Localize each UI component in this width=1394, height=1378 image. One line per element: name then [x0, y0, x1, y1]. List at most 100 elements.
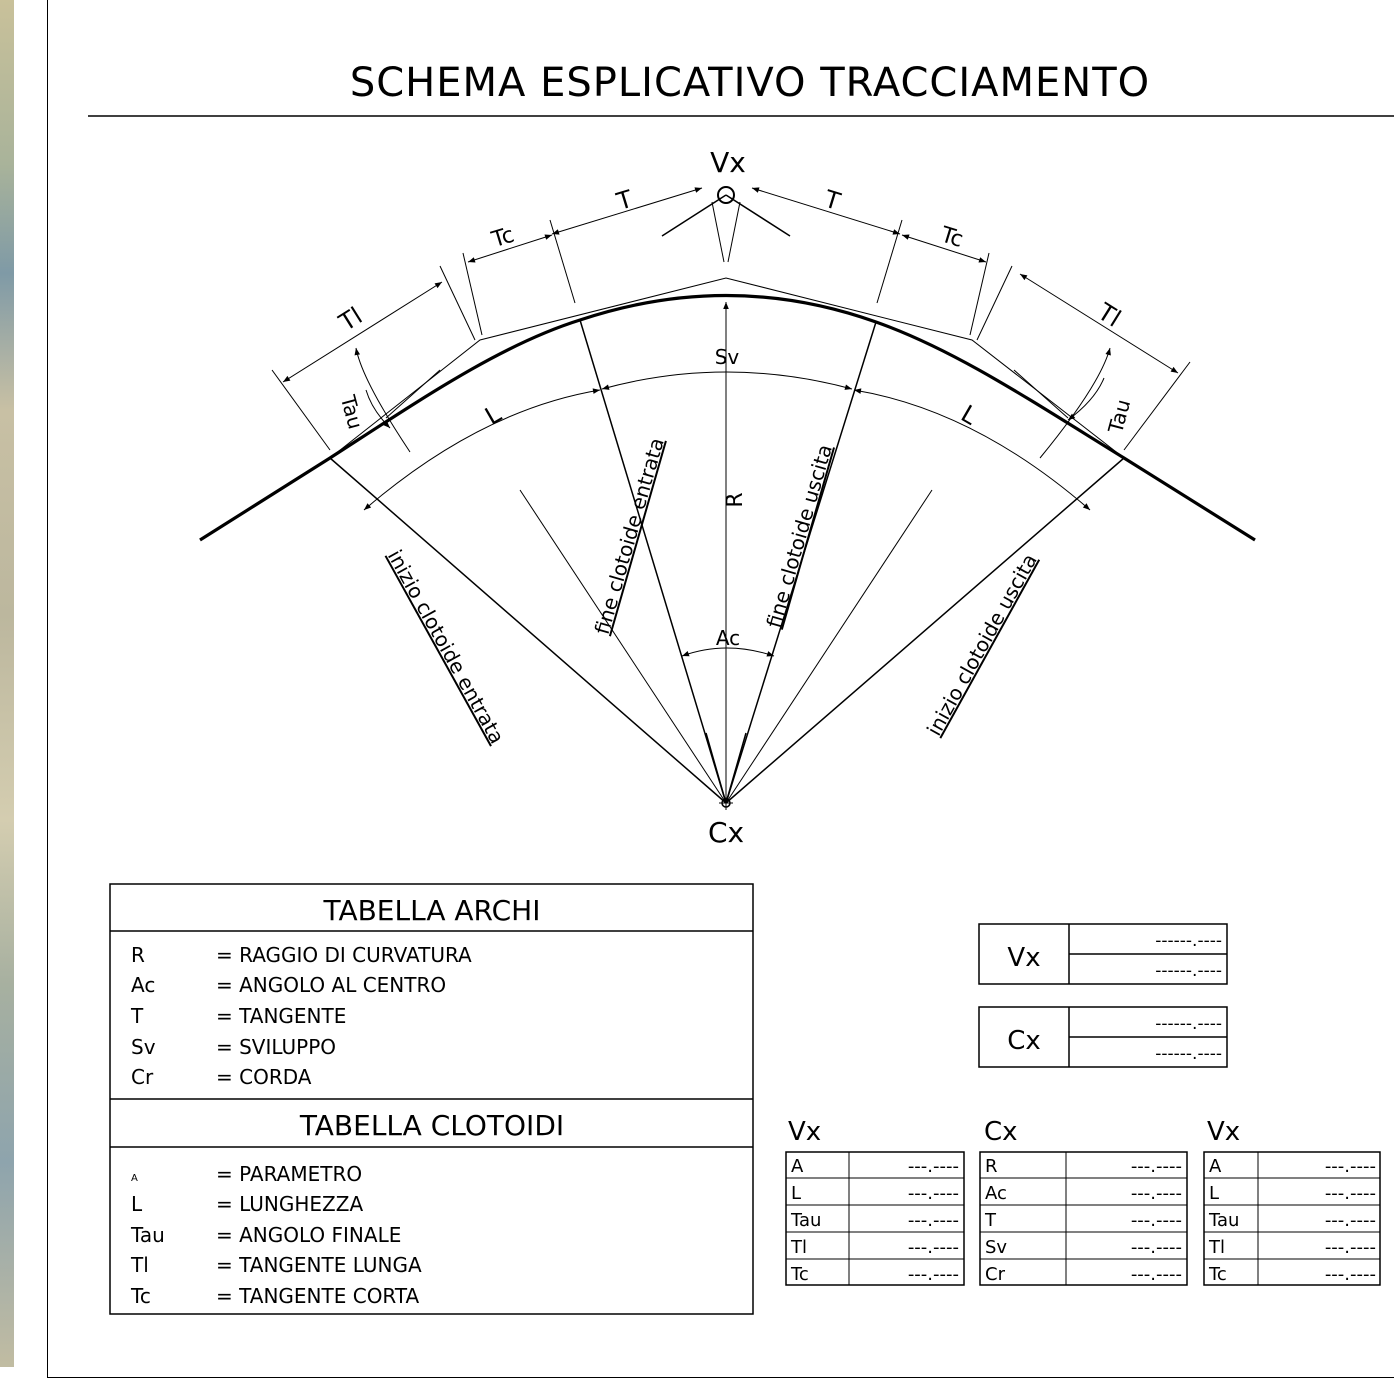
dim-Sv [601, 371, 853, 390]
ray-right [725, 489, 933, 804]
label-Tc-left: Tc [488, 223, 517, 254]
label-R: R [723, 492, 748, 507]
label-vertex: Vx [710, 146, 746, 179]
clotoidi-desc: = LUNGHEZZA [216, 1192, 363, 1216]
coord-value: ------.---- [1155, 961, 1222, 981]
label-L-left: L [480, 399, 506, 430]
cell-val: ---.---- [908, 1183, 959, 1204]
cell-key: Sv [985, 1237, 1007, 1258]
small-table-title: Vx [1207, 1117, 1240, 1147]
archi-desc: = ANGOLO AL CENTRO [216, 973, 446, 997]
label-end-exit: fine clotoide uscita [762, 442, 837, 631]
cell-val: ---.---- [1325, 1183, 1376, 1204]
cell-val: ---.---- [908, 1156, 959, 1177]
dim-Tl-left [282, 281, 443, 383]
cell-val: ---.---- [1325, 1237, 1376, 1258]
archi-desc: = TANGENTE [216, 1004, 346, 1028]
clotoidi-desc: = TANGENTE CORTA [216, 1284, 420, 1308]
coord-box-cx: Cx ------.---- ------.---- [978, 1006, 1228, 1068]
cell-key: Cr [985, 1264, 1006, 1285]
cell-val: ---.---- [1131, 1210, 1182, 1231]
tabella-clotoidi-title: TABELLA CLOTOIDI [299, 1109, 564, 1142]
ext-line-tc-left-a [462, 252, 483, 336]
cell-key: Tau [1208, 1210, 1239, 1231]
dim-L-left [363, 388, 601, 511]
label-L-right: L [956, 400, 982, 431]
cell-key: Tc [790, 1264, 809, 1285]
ext-line-tc-right-a [969, 252, 990, 336]
cell-val: ---.---- [1325, 1264, 1376, 1285]
label-T-left: T [613, 185, 636, 216]
cell-val: ---.---- [1131, 1183, 1182, 1204]
coord-value: ------.---- [1155, 1044, 1222, 1064]
cell-val: ---.---- [1325, 1156, 1376, 1177]
dim-Tc-right [901, 234, 987, 263]
cell-key: Ac [985, 1183, 1007, 1204]
coord-label: Vx [1007, 943, 1040, 973]
label-Tl-right: Tl [1092, 297, 1126, 333]
archi-sym: Ac [131, 973, 155, 997]
vertex-mark-right [725, 194, 791, 237]
radius-end-entry [579, 319, 727, 804]
cell-key: L [791, 1183, 801, 1204]
diagram-labels: Vx Cx T T Tc Tc Tl Tl Tau Tau L L Sv R A… [333, 146, 1135, 849]
ext-line-t-left [549, 219, 576, 304]
archi-sym: Sv [131, 1035, 156, 1059]
cell-key: T [984, 1210, 997, 1231]
archi-desc: = CORDA [216, 1065, 312, 1089]
clotoidi-desc: = ANGOLO FINALE [216, 1223, 401, 1247]
vertex-mark-left [661, 194, 727, 237]
clotoidi-sym: L [131, 1192, 143, 1216]
ext-line-tc-right-b [976, 265, 1013, 341]
label-T-right: T [820, 185, 843, 216]
small-table-title: Vx [788, 1117, 821, 1147]
clotoidi-sym: A [131, 1173, 138, 1184]
cell-key: L [1209, 1183, 1219, 1204]
ext-line-tc-left-b [439, 265, 476, 341]
cell-key: Tl [790, 1237, 807, 1258]
dim-T-left [551, 187, 703, 235]
dim-Tc-left [467, 234, 553, 263]
label-center: Cx [708, 816, 744, 849]
label-Tc-right: Tc [937, 222, 966, 253]
cell-val: ---.---- [908, 1210, 959, 1231]
coord-value: ------.---- [1155, 931, 1222, 951]
legend-tables: TABELLA ARCHI TABELLA CLOTOIDI R = RAGGI… [109, 883, 754, 1315]
label-end-entry: fine clotoide entrata [590, 435, 669, 637]
small-table-1: Vx A ---.---- L ---.---- Tau ---.---- Tl… [785, 1117, 965, 1286]
cell-val: ---.---- [908, 1264, 959, 1285]
archi-desc: = SVILUPPO [216, 1035, 336, 1059]
vertex-ext-right [727, 201, 741, 263]
cell-key: R [985, 1156, 998, 1177]
small-table-3: Vx A ---.---- L ---.---- Tau ---.---- Tl… [1203, 1117, 1381, 1286]
radius-start-exit [725, 457, 1125, 804]
vertex-circle [717, 186, 735, 204]
cell-key: A [1209, 1156, 1222, 1177]
page-title: SCHEMA ESPLICATIVO TRACCIAMENTO [350, 60, 1150, 106]
cell-key: A [791, 1156, 804, 1177]
coord-label: Cx [1007, 1026, 1041, 1056]
label-Tau-right: Tau [1103, 397, 1135, 437]
clotoidi-desc: = PARAMETRO [216, 1162, 362, 1186]
clotoidi-sym: Tl [130, 1253, 149, 1277]
archi-desc: = RAGGIO DI CURVATURA [216, 943, 472, 967]
clotoidi-desc: = TANGENTE LUNGA [216, 1253, 422, 1277]
cell-val: ---.---- [1131, 1237, 1182, 1258]
map-background-strip [0, 0, 14, 1367]
archi-sym: T [130, 1004, 144, 1028]
ray-left [519, 489, 727, 804]
cell-val: ---.---- [1131, 1264, 1182, 1285]
ext-line-tl-right [1123, 361, 1191, 451]
radius-end-exit [725, 321, 877, 804]
cell-val: ---.---- [1131, 1156, 1182, 1177]
road-alignment [199, 293, 1256, 542]
vertex-ext-left [711, 201, 725, 263]
cell-key: Tl [1208, 1237, 1225, 1258]
coord-box-vx: Vx ------.---- ------.---- [978, 923, 1228, 985]
dim-Ac [681, 647, 775, 657]
ac-tick-right [725, 732, 747, 804]
small-table-2: Cx R ---.---- Ac ---.---- T ---.---- Sv … [979, 1117, 1188, 1286]
radius-start-entry [329, 457, 727, 804]
clotoidi-sym: Tau [130, 1223, 165, 1247]
label-Tau-left: Tau [336, 392, 368, 432]
